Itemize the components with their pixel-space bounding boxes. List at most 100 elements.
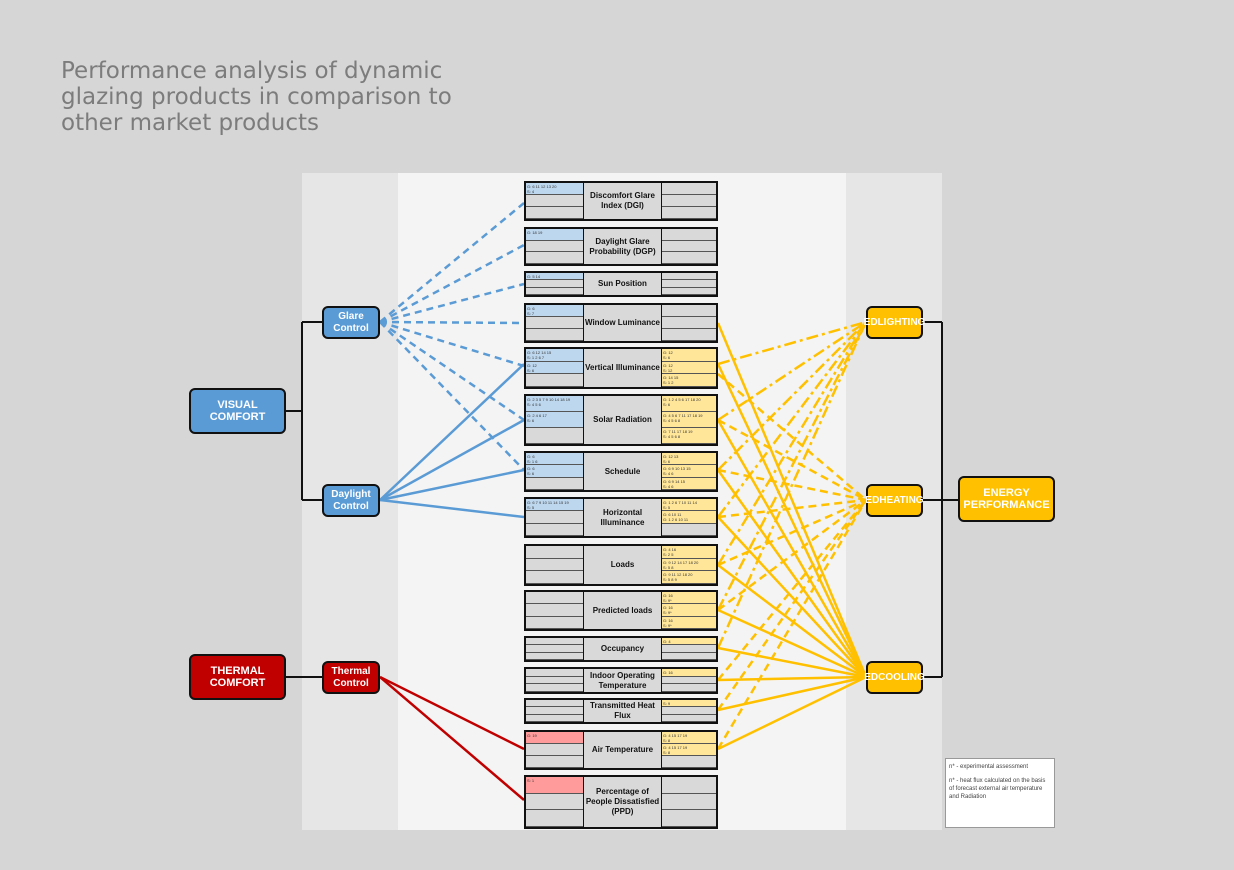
thermal-links <box>379 675 525 801</box>
ref-text: S: 1 6 <box>527 459 538 464</box>
ref-text: S: 4 6 <box>663 483 674 489</box>
ref-text: G: 6 <box>527 306 535 311</box>
ref-text: G: 18 19 <box>527 230 543 235</box>
daylight-control-node: Daylight Control <box>322 484 380 517</box>
ref-text: G: 14 15 <box>663 375 679 381</box>
ref-text: G: 9 12 14 17 18 20 <box>663 559 699 565</box>
ref-cell <box>662 810 716 827</box>
ref-cell <box>662 715 716 722</box>
ref-text: G: 4 15 17 19 <box>663 733 688 738</box>
ref-cell <box>526 546 583 559</box>
ref-cell <box>526 617 583 629</box>
ref-cell <box>662 252 716 264</box>
ref-cell <box>662 684 716 692</box>
ref-cell <box>662 288 716 295</box>
ref-cell <box>526 700 583 708</box>
ref-cell <box>662 207 716 219</box>
left-ref-column <box>526 638 584 660</box>
energy-tree-connector <box>923 321 958 678</box>
ref-cell <box>662 777 716 794</box>
left-ref-column <box>526 700 584 722</box>
ref-text: G: 4 16 <box>663 547 677 552</box>
glare-links <box>379 202 525 471</box>
ref-text: G: 1 2 6 10 11 <box>663 517 689 523</box>
parameter-label: Horizontal Illuminance <box>600 507 645 527</box>
ref-text: G: 4 15 17 19 <box>663 745 688 750</box>
ref-cell <box>662 305 716 317</box>
ed-lighting-node: EDLIGHTING <box>864 306 925 339</box>
ref-text: G: 7 11 17 18 19 <box>663 429 693 434</box>
ref-cell <box>526 252 583 264</box>
parameter-label: Solar Radiation <box>593 415 652 424</box>
ref-cell <box>526 329 583 341</box>
ref-text: G: 6 9 14 15 <box>663 478 686 484</box>
ref-cell: S: 1 <box>526 777 583 794</box>
ref-text: G: 6 <box>527 454 535 459</box>
ref-text: S: 5 8 <box>663 564 674 570</box>
ref-cell <box>662 183 716 195</box>
ref-cell <box>526 592 583 605</box>
ref-text: S: 2 5 <box>663 552 674 557</box>
left-ref-column: G: 5 14 <box>526 273 584 295</box>
left-ref-column <box>526 546 584 584</box>
ref-text: G: 2 4 6 17 <box>527 413 547 418</box>
parameter-label: Predicted loads <box>592 605 653 615</box>
ref-text: S: 1 2 <box>663 380 674 386</box>
ref-text: S: 5 <box>527 505 535 510</box>
ref-text: G: 16 <box>663 670 673 675</box>
ref-cell <box>526 478 583 490</box>
ref-text: S: 4 <box>527 189 535 194</box>
ref-cell <box>526 707 583 715</box>
ref-cell <box>526 195 583 207</box>
ref-text: G: 16 <box>663 605 673 611</box>
parameter-label: Indoor Operating Temperature <box>590 670 655 690</box>
ref-text: G: 16 <box>663 675 715 676</box>
left-ref-column <box>526 592 584 629</box>
ref-text: S: 6 <box>663 402 671 407</box>
glare-control-node: Glare Control <box>322 306 380 339</box>
ref-cell <box>662 229 716 241</box>
ref-cell: G: 19 <box>526 732 583 744</box>
ref-cell <box>662 645 716 653</box>
ref-cell <box>526 653 583 660</box>
ref-text: S: 4 5 6 8 <box>663 434 681 439</box>
ref-cell <box>662 241 716 253</box>
right-ref-column <box>661 777 716 827</box>
legend-line-2: n* - heat flux calculated on the basis o… <box>949 778 1046 800</box>
ref-text: S: 6 <box>527 367 535 373</box>
left-ref-column: G: 19 <box>526 732 584 768</box>
ref-text: G: 1 2 6 7 10 11 14 <box>663 500 697 505</box>
parameter-label: Discomfort Glare Index (DGI) <box>590 191 655 210</box>
right-ref-column: G: 4G: 12 14 <box>661 638 716 660</box>
ref-cell <box>526 571 583 584</box>
ref-cell <box>662 280 716 288</box>
legend: n* - experimental assessment n* - heat f… <box>945 758 1055 828</box>
ref-cell: G: 4G: 12 14 <box>662 638 716 646</box>
right-ref-column <box>661 229 716 264</box>
ref-text: G: 5 14 <box>527 274 541 279</box>
ref-cell <box>526 645 583 653</box>
energy-performance-node: ENERGY PERFORMANCE <box>958 476 1055 522</box>
